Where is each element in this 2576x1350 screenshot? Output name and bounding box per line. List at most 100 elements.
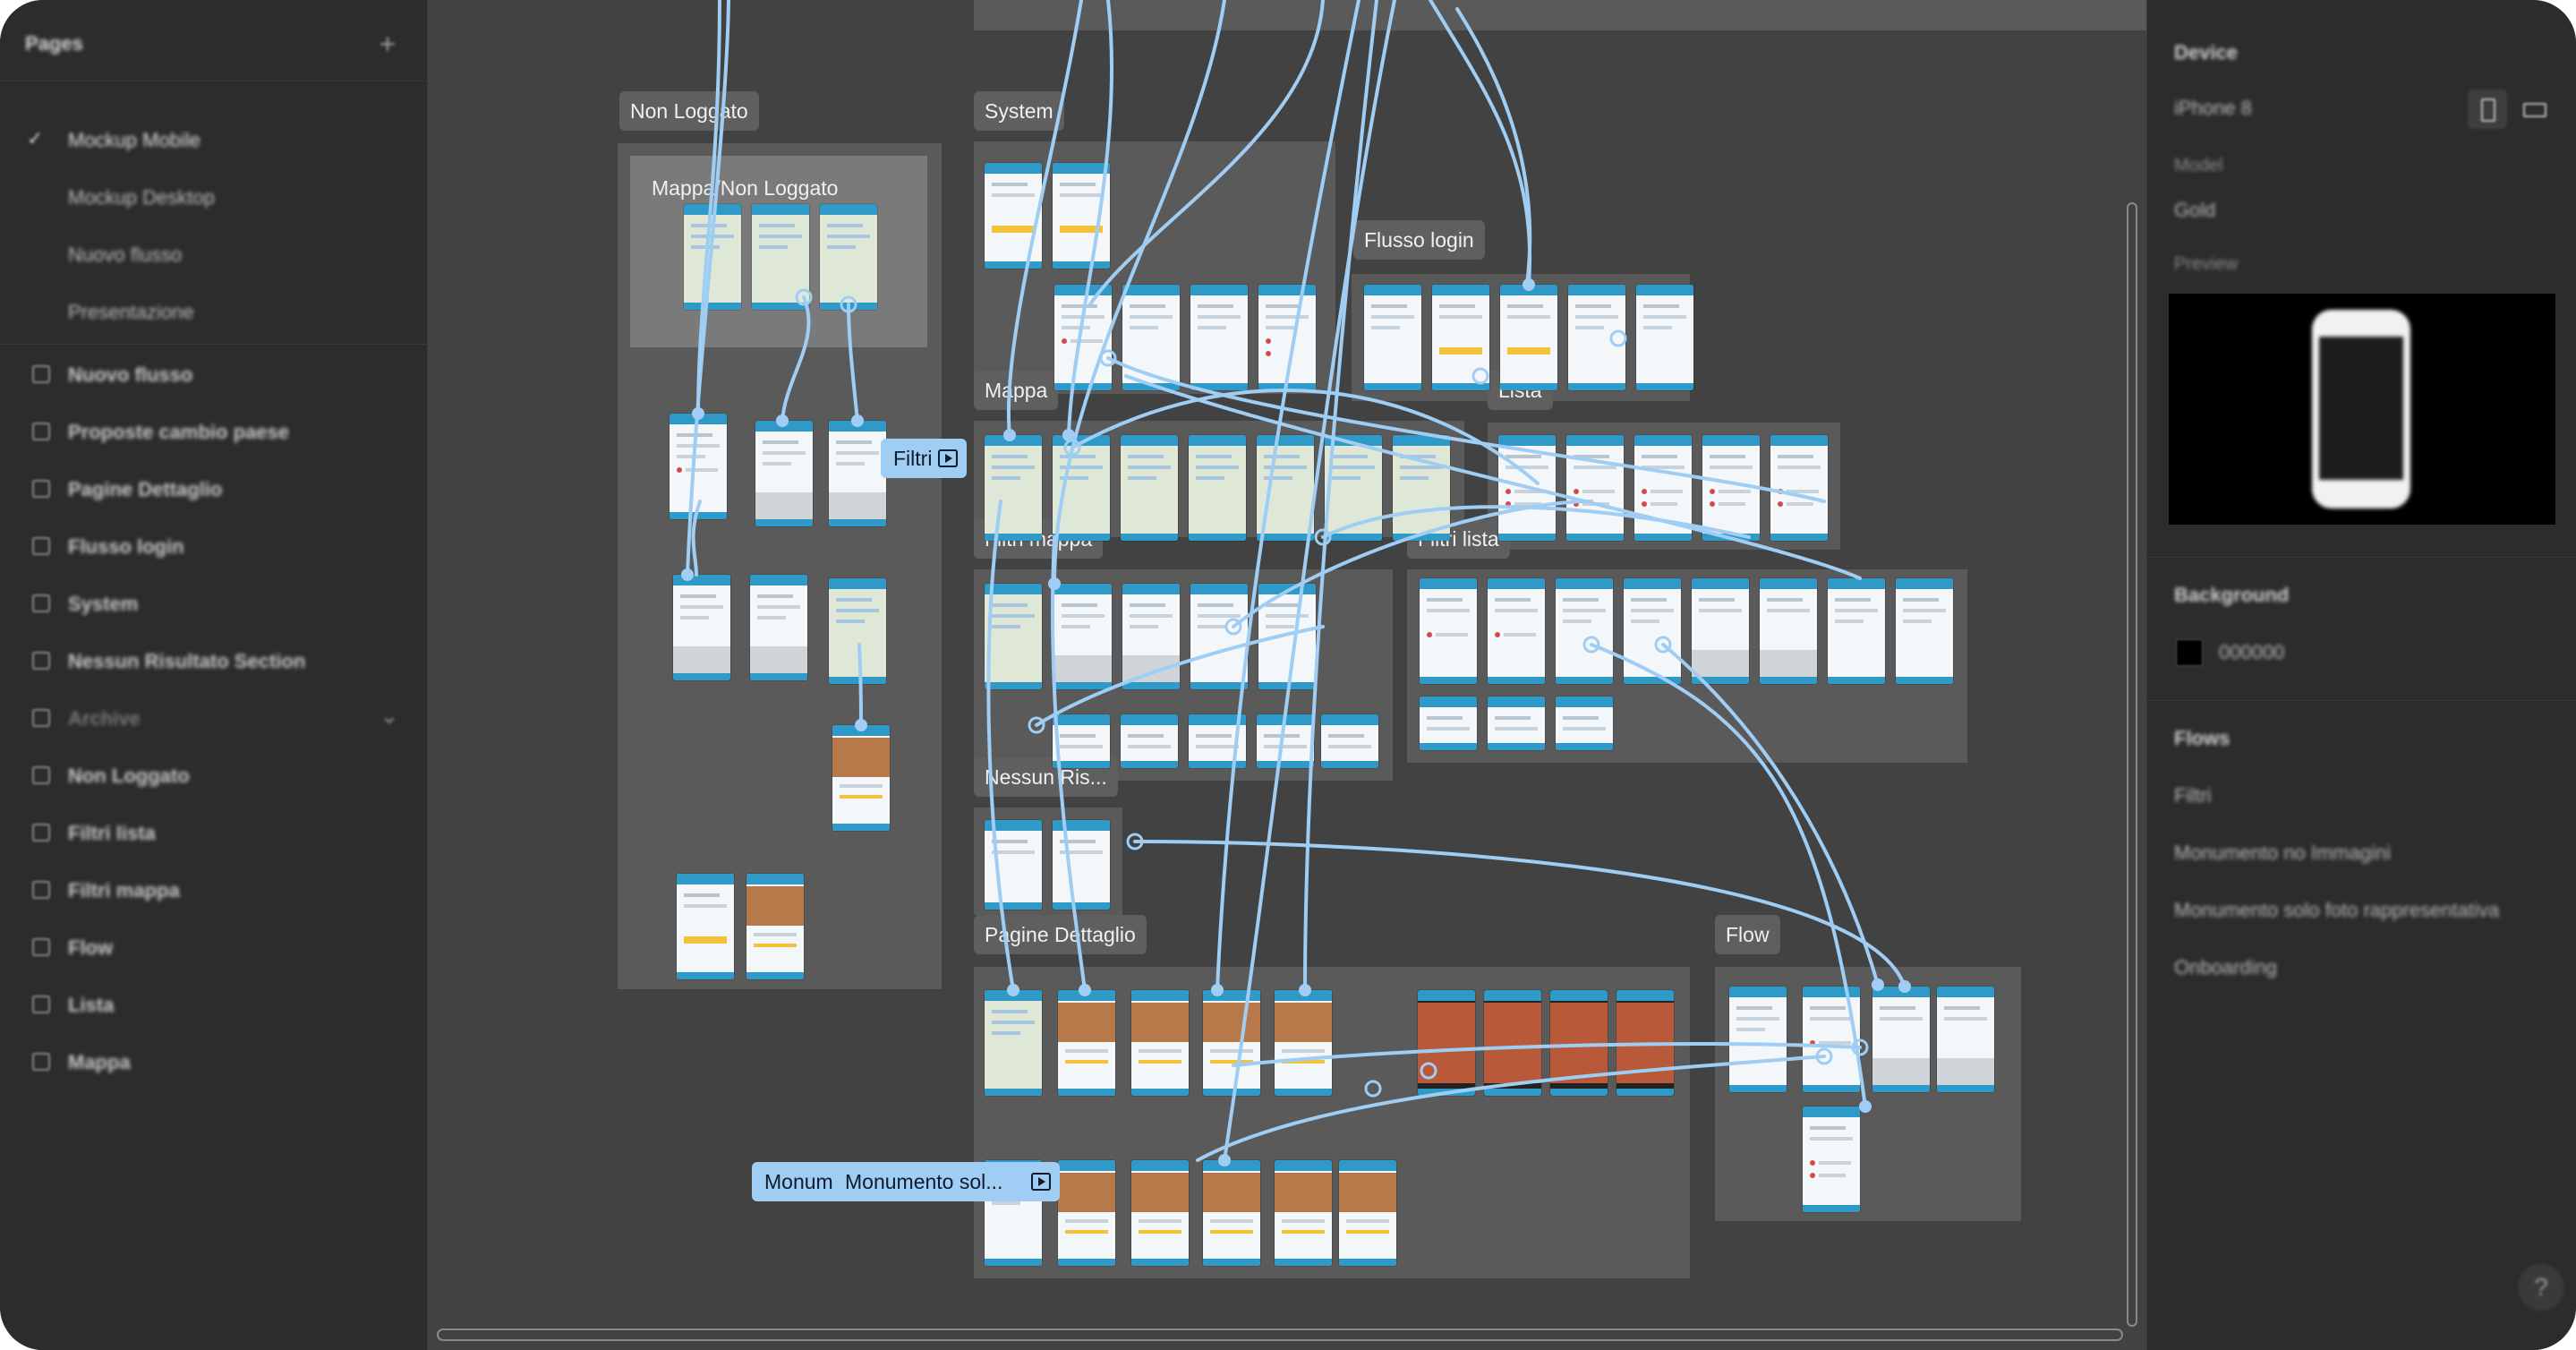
screen-thumbnail[interactable] xyxy=(1729,987,1787,1092)
screen-thumbnail[interactable] xyxy=(673,575,730,680)
screen-thumbnail[interactable] xyxy=(829,421,886,526)
layer-item-lista[interactable]: Lista xyxy=(0,976,428,1033)
flow-item-monumento-solo-foto[interactable]: Monumento solo foto rappresentativa xyxy=(2174,899,2500,921)
screen-thumbnail[interactable] xyxy=(1803,987,1860,1092)
section-label-flusso-login[interactable]: Flusso login xyxy=(1353,220,1485,260)
screen-thumbnail[interactable] xyxy=(1122,584,1180,689)
screen-thumbnail[interactable] xyxy=(752,204,809,310)
section-label-mappa-non-loggato[interactable]: Mappa/Non Loggato xyxy=(641,168,849,208)
screen-thumbnail[interactable] xyxy=(985,990,1042,1096)
horizontal-scrollbar[interactable] xyxy=(437,1329,2123,1341)
layer-item-proposte-cambio-paese[interactable]: Proposte cambio paese xyxy=(0,403,428,460)
screen-thumbnail[interactable] xyxy=(1054,584,1112,689)
screen-thumbnail[interactable] xyxy=(1556,696,1613,750)
vertical-scrollbar[interactable] xyxy=(2127,202,2137,1327)
layer-item-filtri-mappa[interactable]: Filtri mappa xyxy=(0,861,428,919)
screen-thumbnail[interactable] xyxy=(985,435,1042,541)
layer-item-nessun-risultato[interactable]: Nessun Risultato Section xyxy=(0,632,428,689)
flow-tag-filtri[interactable]: Filtri xyxy=(881,439,967,478)
screen-thumbnail[interactable] xyxy=(1636,285,1693,390)
screen-thumbnail[interactable] xyxy=(1556,578,1613,684)
screen-thumbnail[interactable] xyxy=(1339,1160,1396,1266)
screen-thumbnail[interactable] xyxy=(1258,285,1316,390)
screen-thumbnail[interactable] xyxy=(1624,578,1681,684)
screen-thumbnail[interactable] xyxy=(1484,990,1541,1096)
prototype-canvas[interactable]: Non Loggato Mappa/Non Loggato System Flu… xyxy=(428,0,2146,1350)
screen-thumbnail[interactable] xyxy=(985,584,1042,689)
section-label-pagine-dettaglio[interactable]: Pagine Dettaglio xyxy=(974,915,1147,954)
screen-thumbnail[interactable] xyxy=(1550,990,1608,1096)
layer-item-archive[interactable]: Archive⌄ xyxy=(0,689,428,747)
screen-thumbnail[interactable] xyxy=(750,575,807,680)
screen-thumbnail[interactable] xyxy=(1937,987,1994,1092)
screen-thumbnail[interactable] xyxy=(1189,435,1246,541)
play-flow-icon[interactable] xyxy=(938,449,958,467)
screen-thumbnail[interactable] xyxy=(1634,435,1692,541)
screen-thumbnail[interactable] xyxy=(1053,714,1110,768)
screen-thumbnail[interactable] xyxy=(1131,990,1189,1096)
screen-thumbnail[interactable] xyxy=(1321,714,1378,768)
screen-thumbnail[interactable] xyxy=(1189,714,1246,768)
screen-thumbnail[interactable] xyxy=(670,414,727,519)
screen-thumbnail[interactable] xyxy=(1568,285,1625,390)
screen-thumbnail[interactable] xyxy=(985,163,1042,269)
device-select[interactable]: iPhone 8 xyxy=(2174,97,2252,119)
screen-thumbnail[interactable] xyxy=(1566,435,1624,541)
screen-thumbnail[interactable] xyxy=(1393,435,1450,541)
layer-item-mappa[interactable]: Mappa xyxy=(0,1033,428,1090)
model-select[interactable]: Gold xyxy=(2174,199,2216,221)
flow-tag-monumento-solo-foto[interactable]: Monumento sol... xyxy=(832,1162,1060,1201)
section-label-mappa[interactable]: Mappa xyxy=(974,371,1059,410)
screen-thumbnail[interactable] xyxy=(1275,1160,1332,1266)
layer-item-flusso-login[interactable]: Flusso login xyxy=(0,517,428,575)
screen-thumbnail[interactable] xyxy=(1257,714,1314,768)
page-item-mockup-desktop[interactable]: Mockup Desktop xyxy=(0,168,428,226)
section-label-flow[interactable]: Flow xyxy=(1715,915,1780,954)
screen-thumbnail[interactable] xyxy=(1702,435,1760,541)
screen-thumbnail[interactable] xyxy=(1325,435,1382,541)
flow-item-onboarding[interactable]: Onboarding xyxy=(2174,956,2277,978)
screen-thumbnail[interactable] xyxy=(1770,435,1828,541)
screen-thumbnail[interactable] xyxy=(1803,1106,1860,1212)
screen-thumbnail[interactable] xyxy=(1121,714,1178,768)
flow-item-monumento-no-immagini[interactable]: Monumento no Immagini xyxy=(2174,842,2392,864)
layer-item-non-loggato[interactable]: Non Loggato xyxy=(0,747,428,804)
screen-thumbnail[interactable] xyxy=(1432,285,1489,390)
layer-item-system[interactable]: System xyxy=(0,575,428,632)
screen-thumbnail[interactable] xyxy=(1364,285,1421,390)
screen-thumbnail[interactable] xyxy=(1275,990,1332,1096)
screen-thumbnail[interactable] xyxy=(1498,435,1556,541)
screen-thumbnail[interactable] xyxy=(1190,285,1248,390)
section-label-non-loggato[interactable]: Non Loggato xyxy=(619,91,759,131)
portrait-icon[interactable] xyxy=(2468,90,2507,129)
screen-thumbnail[interactable] xyxy=(677,874,734,979)
layer-item-flow[interactable]: Flow xyxy=(0,919,428,976)
screen-thumbnail[interactable] xyxy=(1054,285,1112,390)
page-item-presentazione[interactable]: Presentazione xyxy=(0,283,428,340)
screen-thumbnail[interactable] xyxy=(1500,285,1557,390)
screen-thumbnail[interactable] xyxy=(1616,990,1674,1096)
screen-thumbnail[interactable] xyxy=(1131,1160,1189,1266)
screen-thumbnail[interactable] xyxy=(1692,578,1749,684)
background-color-swatch[interactable] xyxy=(2176,639,2203,666)
flow-item-filtri[interactable]: Filtri xyxy=(2174,784,2212,807)
screen-thumbnail[interactable] xyxy=(1760,578,1817,684)
screen-thumbnail[interactable] xyxy=(1053,435,1110,541)
help-button[interactable]: ? xyxy=(2518,1264,2564,1311)
screen-thumbnail[interactable] xyxy=(985,820,1042,910)
layer-item-nuovo-flusso[interactable]: Nuovo flusso xyxy=(0,346,428,403)
screen-thumbnail[interactable] xyxy=(684,204,741,310)
chevron-down-icon[interactable]: ⌄ xyxy=(380,702,399,729)
screen-thumbnail[interactable] xyxy=(1203,1160,1260,1266)
page-item-mockup-mobile[interactable]: ✓ Mockup Mobile xyxy=(0,111,428,168)
layer-item-pagine-dettaglio[interactable]: Pagine Dettaglio xyxy=(0,460,428,517)
screen-thumbnail[interactable] xyxy=(829,578,886,684)
add-page-icon[interactable]: + xyxy=(379,28,397,60)
layer-item-filtri-lista[interactable]: Filtri lista xyxy=(0,804,428,861)
play-flow-icon[interactable] xyxy=(1031,1173,1051,1191)
screen-thumbnail[interactable] xyxy=(1828,578,1885,684)
background-color-value[interactable]: 000000 xyxy=(2219,641,2285,663)
screen-thumbnail[interactable] xyxy=(1488,578,1545,684)
screen-thumbnail[interactable] xyxy=(1258,584,1316,689)
screen-thumbnail[interactable] xyxy=(746,874,804,979)
